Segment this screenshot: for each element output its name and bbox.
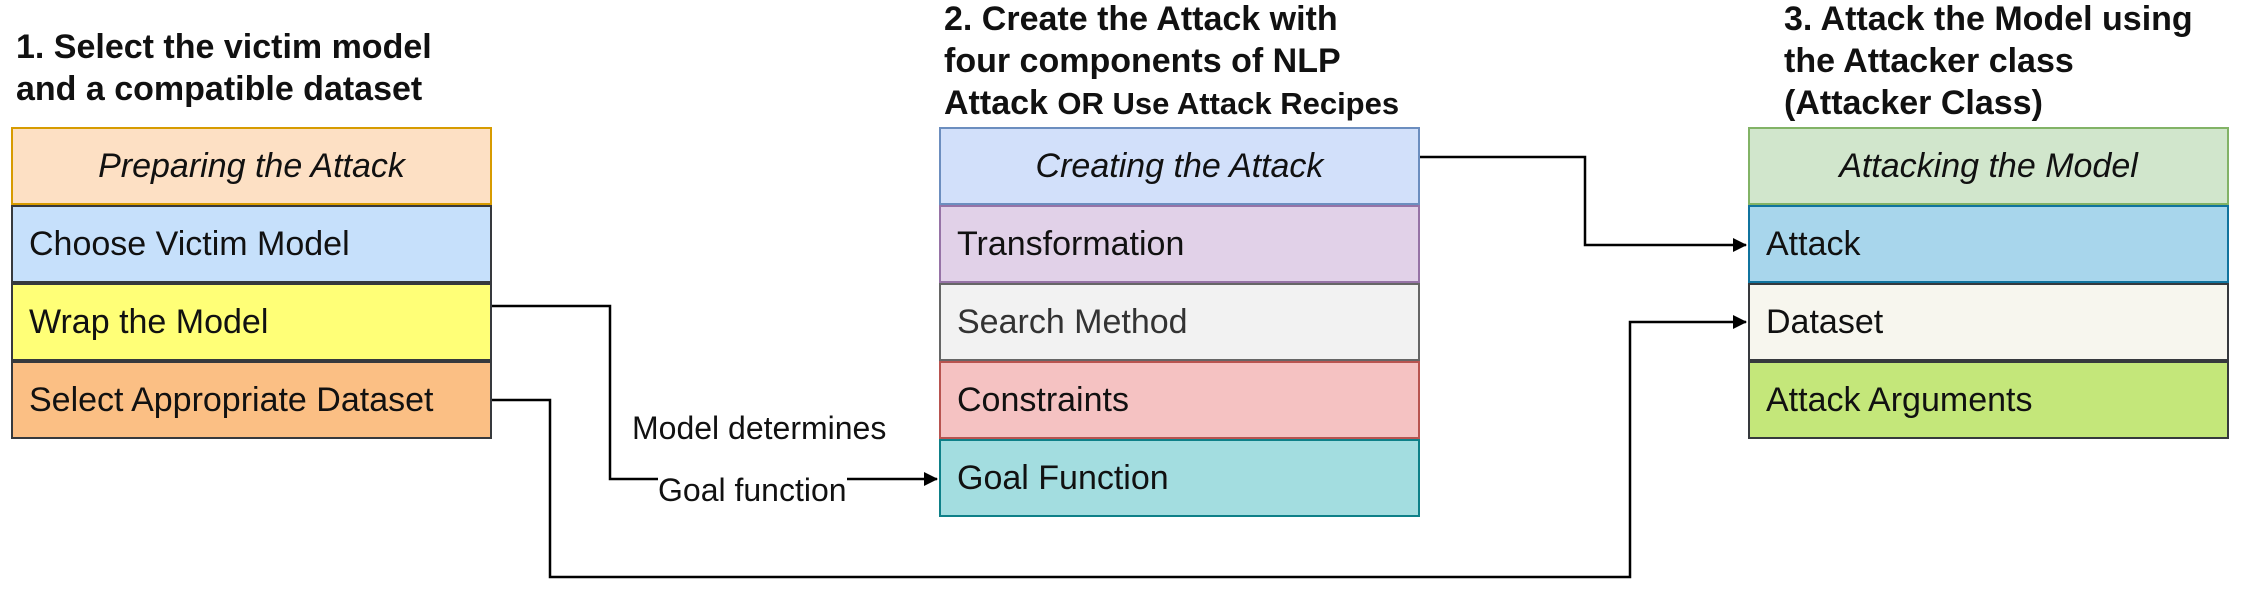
edge-label-line-2: Goal function bbox=[658, 472, 847, 509]
attack-heading-line-3: (Attacker Class) bbox=[1784, 84, 2043, 122]
prepare-heading-line-2: and a compatible dataset bbox=[16, 70, 423, 108]
create-heading-line-3a: Attack bbox=[944, 84, 1048, 122]
edge-label-line-1: Model determines bbox=[632, 410, 887, 447]
attack-arguments-box: Attack Arguments bbox=[1748, 361, 2229, 439]
create-title-box: Creating the Attack bbox=[939, 127, 1420, 205]
constraints-box: Constraints bbox=[939, 361, 1420, 439]
prepare-heading: 1. Select the victim model and a compati… bbox=[16, 26, 432, 110]
select-dataset-box: Select Appropriate Dataset bbox=[11, 361, 492, 439]
create-heading-line-3b: OR Use Attack Recipes bbox=[1057, 86, 1400, 121]
transformation-box: Transformation bbox=[939, 205, 1420, 283]
prepare-heading-line-1: 1. Select the victim model bbox=[16, 28, 432, 66]
choose-victim-model-box: Choose Victim Model bbox=[11, 205, 492, 283]
create-heading-line-3: Attack OR Use Attack Recipes bbox=[944, 82, 1399, 125]
prepare-title-box: Preparing the Attack bbox=[11, 127, 492, 205]
wrap-model-box: Wrap the Model bbox=[11, 283, 492, 361]
attack-heading: 3. Attack the Model using the Attacker c… bbox=[1784, 0, 2193, 124]
goal-function-box: Goal Function bbox=[939, 439, 1420, 517]
create-heading-line-2: four components of NLP bbox=[944, 42, 1341, 80]
attack-heading-line-2: the Attacker class bbox=[1784, 42, 2074, 80]
search-method-box: Search Method bbox=[939, 283, 1420, 361]
create-heading: 2. Create the Attack with four component… bbox=[944, 0, 1399, 125]
dataset-to-dataset-arrow bbox=[492, 315, 1747, 579]
attack-box: Attack bbox=[1748, 205, 2229, 283]
attack-title-box: Attacking the Model bbox=[1748, 127, 2229, 205]
create-heading-line-1: 2. Create the Attack with bbox=[944, 0, 1338, 38]
attack-heading-line-1: 3. Attack the Model using bbox=[1784, 0, 2193, 38]
dataset-box: Dataset bbox=[1748, 283, 2229, 361]
create-to-attack-arrow bbox=[1420, 155, 1747, 252]
wrap-to-goal-function-arrow bbox=[492, 304, 938, 486]
